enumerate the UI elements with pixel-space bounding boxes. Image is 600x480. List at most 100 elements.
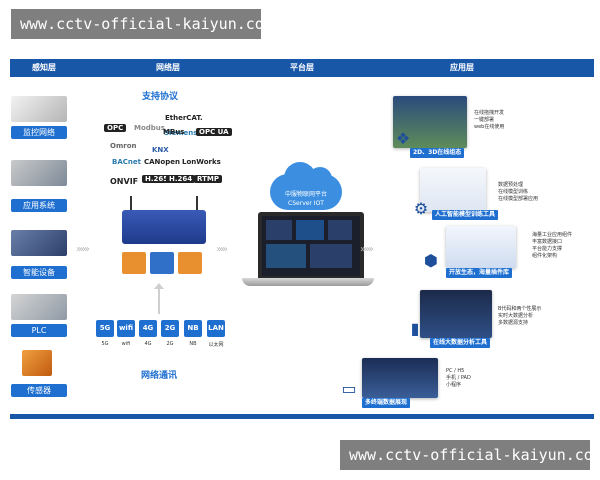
network-nodes-icon: ⚙: [413, 199, 429, 218]
dashboard-panel: [310, 244, 352, 268]
protocol-canopen: CANopen: [144, 158, 180, 166]
protocol-omron: Omron: [110, 142, 137, 150]
arrow-network-platform: ›››››: [216, 244, 228, 255]
app-title-plugins: 开放生态，海量插件库: [446, 268, 513, 278]
app-desc-line: 多数据源支持: [498, 320, 529, 326]
protocols-title: 支持协议: [142, 92, 179, 102]
comm-5g-icon: 5G: [96, 320, 114, 337]
app-desc-line: PC / H5: [446, 368, 465, 374]
plc-icon: [11, 294, 67, 320]
arrow-platform-app: ››››››: [360, 244, 374, 255]
laptop-base: [242, 278, 374, 286]
app-desc-line: web在线使用: [474, 124, 505, 130]
bar-chart-icon: ▮: [410, 319, 420, 338]
dashboard-panel: [266, 244, 306, 268]
layer-header-band: 感知层 网络层 平台层 应用层: [10, 59, 594, 77]
watermark-bottom: www.cctv-official-kaiyun.com: [340, 440, 600, 470]
app-screenshot-bigdata: [420, 290, 492, 338]
protocol-modbus: Modbus: [134, 124, 165, 132]
comm-wifi-icon: wifi: [117, 320, 135, 337]
dashboard-panel: [296, 220, 324, 240]
platform-name: 中服物联网平台 CServer IOT: [270, 190, 342, 208]
dashboard-panel: [266, 220, 292, 240]
protocol-opc: OPC: [104, 124, 127, 132]
cubes-icon: ⬢: [424, 251, 438, 270]
robot-arm-icon: [11, 230, 67, 256]
app-screenshot-terminal: [362, 358, 438, 398]
protocol-h264: H.264: [166, 175, 196, 183]
app-desc-line: 数据预处理: [498, 182, 524, 188]
app-desc-line: 在线模型部署应用: [498, 196, 539, 202]
layer-perception: 感知层: [32, 63, 56, 72]
monitor-icon: ▭: [341, 379, 357, 398]
app-desc-line: B代码和两个性展示: [498, 306, 542, 312]
layer-platform: 平台层: [290, 63, 314, 72]
arrow-perception-network: ››››››: [76, 244, 90, 255]
protocol-ethercat: EtherCAT.: [165, 114, 203, 122]
device-label-plc: PLC: [11, 324, 67, 337]
cube-3d-icon: ❖: [395, 129, 411, 148]
app-desc-line: 在线模型训练: [498, 189, 529, 195]
device-label-system: 应用系统: [11, 199, 67, 212]
app-desc-line: 手机 / PAD: [446, 375, 471, 381]
sensor-icon: [22, 350, 52, 376]
comm-2g-icon: 2G: [161, 320, 179, 337]
comm-label-wifi: wifi: [121, 341, 131, 347]
app-desc-line: 海量工业应用组件: [532, 232, 573, 238]
module-orange-icon: [122, 252, 146, 274]
protocol-opc-ua: OPC UA: [196, 128, 232, 136]
comm-title: 网络通讯: [141, 371, 178, 381]
module-orange-icon-2: [178, 252, 202, 274]
system-cabinet-icon: [11, 160, 67, 186]
module-blue-icon: [150, 252, 174, 274]
protocol-mbus: MBus: [163, 128, 185, 136]
app-desc-line: 小程序: [446, 382, 462, 388]
layer-application: 应用层: [450, 63, 474, 72]
platform-name-en: CServer IOT: [288, 200, 324, 207]
app-desc-line: 实时大数据分析: [498, 313, 534, 319]
gateway-device-icon: [122, 196, 206, 244]
app-title-terminal: 多终端数据展现: [362, 398, 411, 408]
dashboard-panel: [328, 220, 352, 240]
app-desc-plugins: 海量工业应用组件 丰富数据接口 平台能力支撑 组件化架构: [532, 232, 572, 260]
camera-icon: [11, 96, 67, 122]
app-desc-line: 一键部署: [474, 117, 495, 123]
comm-label-lan: 以太网: [208, 342, 224, 348]
device-label-sensor: 传感器: [11, 384, 67, 397]
app-desc-line: 平台能力支撑: [532, 246, 563, 252]
device-label-smart: 智能设备: [11, 266, 67, 279]
app-screenshot-scada: [393, 96, 467, 148]
app-desc-terminal: PC / H5 手机 / PAD 小程序: [446, 368, 471, 389]
comm-lan-icon: LAN: [207, 320, 225, 337]
cloud-icon: [270, 162, 342, 210]
app-screenshot-plugins: [446, 226, 516, 268]
app-desc-scada: 在线拖拽开发 一键部署 web在线使用: [474, 110, 504, 131]
app-title-ai: 人工智能模型训练工具: [432, 210, 499, 220]
comm-4g-icon: 4G: [139, 320, 157, 337]
protocol-bacnet: BACnet: [112, 158, 141, 166]
app-title-bigdata: 在线大数据分析工具: [430, 338, 491, 348]
comm-label-nb: NB: [189, 341, 197, 347]
comm-label-5g: 5G: [101, 341, 109, 347]
layer-network: 网络层: [156, 63, 180, 72]
app-desc-line: 在线拖拽开发: [474, 110, 505, 116]
protocol-onvif: ONVIF: [110, 177, 139, 186]
app-desc-bigdata: B代码和两个性展示 实时大数据分析 多数据源支持: [498, 306, 541, 327]
comm-label-4g: 4G: [144, 341, 152, 347]
protocol-knx: KNX: [152, 146, 169, 154]
bottom-bar: [10, 414, 594, 419]
protocol-lonworks: LonWorks: [182, 158, 221, 166]
device-label-monitor: 监控网络: [11, 126, 67, 139]
protocol-siemens: Siemens: [164, 129, 198, 137]
protocol-h265: H.265: [142, 175, 172, 183]
laptop-dashboard-icon: [258, 212, 364, 279]
app-title-scada: 2D、3D在线组态: [410, 148, 465, 158]
app-desc-ai: 数据预处理 在线模型训练 在线模型部署应用: [498, 182, 538, 203]
arrow-up-icon: [154, 283, 164, 314]
app-desc-line: 组件化架构: [532, 253, 558, 259]
app-screenshot-ai: [420, 168, 486, 212]
platform-name-cn: 中服物联网平台: [284, 191, 327, 198]
comm-label-2g: 2G: [166, 341, 174, 347]
protocol-rtmp: RTMP: [194, 175, 222, 183]
watermark-top: www.cctv-official-kaiyun.com: [11, 9, 273, 39]
